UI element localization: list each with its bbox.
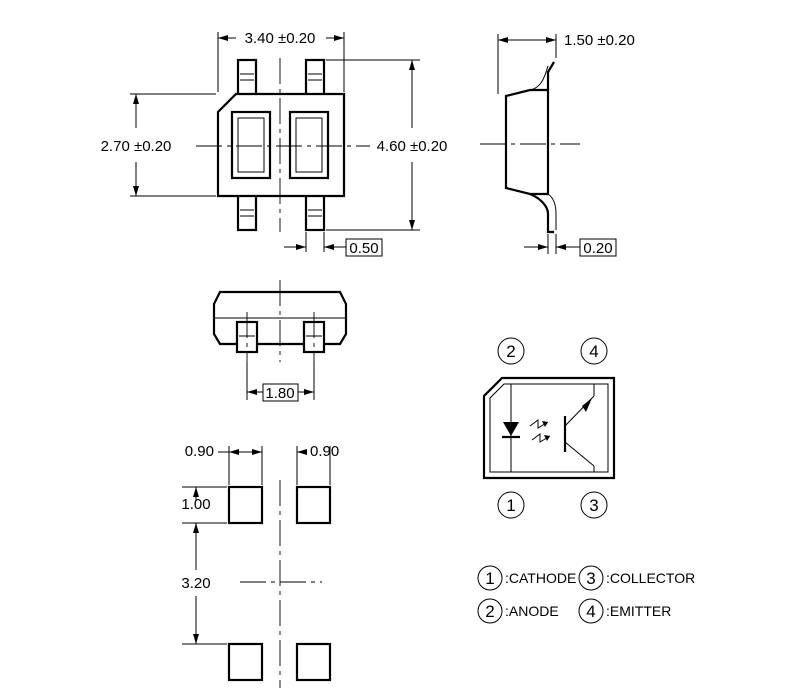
lead-top-left [236,58,258,98]
pad-top-right [295,485,332,525]
lead-top-right [304,58,326,98]
side-lead-top [546,61,555,90]
legend-emitter-label: :EMITTER [606,603,671,619]
legend-pin-1: 1 [485,569,494,588]
pad-width-left-label: 0.90 [185,443,214,460]
lead-bottom-left [236,192,258,232]
pin-2-number: 2 [506,342,515,361]
pad-top-left [227,485,264,525]
internal-schematic: 2 4 1 3 [482,337,616,519]
pcb-footprint: 0.90 0.90 1.00 3.20 [181,443,339,688]
legend-pin-4: 4 [586,602,595,621]
pin-4-number: 4 [589,342,598,361]
legend-pin-2: 2 [485,602,494,621]
package-body [216,92,346,198]
legend-collector-label: :COLLECTOR [606,570,695,586]
legend-anode-label: :ANODE [505,603,559,619]
side-lead-bottom [529,192,554,234]
emitter-arrow [582,398,592,412]
legend-pin-3: 3 [586,569,595,588]
front-view: 1.80 [212,280,348,402]
lead-bottom-right [304,192,326,232]
pin-3-circle [580,491,608,519]
window-left [230,110,272,180]
pin-legend: 1 :CATHODE 3 :COLLECTOR 2 :ANODE 4 :EMIT… [477,565,695,624]
width-dimension-label: 3.40 ±0.20 [245,30,316,47]
pin-1-number: 1 [506,496,515,515]
length-dimension-label: 4.60 ±0.20 [377,138,448,155]
led-diode-symbol [503,422,519,436]
pad-spacing-label: 3.20 [181,575,210,592]
lead-thickness-dimension-label: 0.20 [583,240,612,257]
thickness-dimension-label: 1.50 ±0.20 [564,32,635,49]
pin-2-circle [497,337,525,365]
light-emission-arrow [529,419,549,429]
side-view: 1.50 ±0.20 0.20 [480,32,635,257]
side-body [504,88,550,196]
pad-bottom-right [295,642,332,682]
top-view: 3.40 ±0.20 2.70 ±0.20 4.60 ±0.20 0.50 [101,30,448,257]
height-dimension-label: 2.70 ±0.20 [101,138,172,155]
pin-1-circle [497,491,525,519]
schematic-outline [482,376,616,480]
legend-cathode-label: :CATHODE [505,570,576,586]
pin-4-circle [580,337,608,365]
pad-width-right-label: 0.90 [310,443,339,460]
pitch-dimension-label: 1.80 [265,385,294,402]
pin-3-number: 3 [589,496,598,515]
pad-bottom-left [227,642,264,682]
window-right [288,110,330,180]
lead-width-dimension-label: 0.50 [349,240,378,257]
pad-height-label: 1.00 [181,496,210,513]
